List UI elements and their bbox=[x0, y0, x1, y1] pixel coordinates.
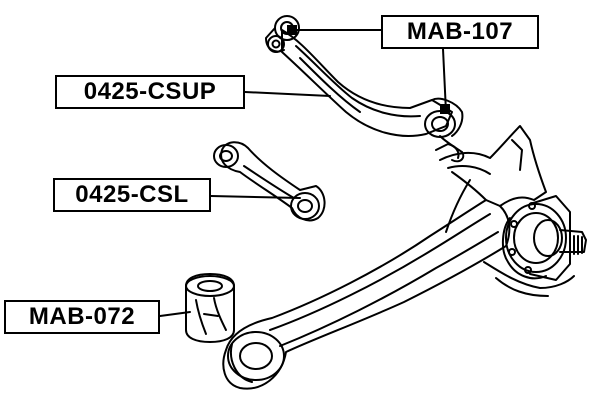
marker-square-top bbox=[287, 25, 297, 35]
leader-lines bbox=[159, 29, 447, 317]
label-0425-csup: 0425-CSUP bbox=[55, 75, 245, 109]
trailing-arm bbox=[222, 125, 587, 390]
label-mab-107: MAB-107 bbox=[381, 15, 539, 49]
trailing-arm-eye bbox=[227, 331, 285, 383]
wheel-hub bbox=[502, 195, 587, 281]
marker-square-outer bbox=[440, 104, 450, 114]
lower-link-arm bbox=[213, 141, 326, 222]
label-0425-csl: 0425-CSL bbox=[53, 178, 211, 212]
label-mab-072: MAB-072 bbox=[4, 300, 160, 334]
bushing-mab-072 bbox=[185, 273, 235, 343]
